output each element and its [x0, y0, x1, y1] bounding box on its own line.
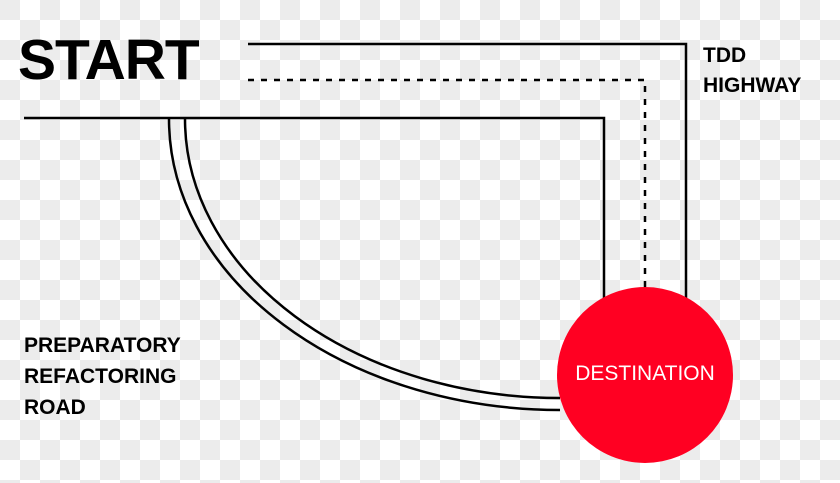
- tdd-highway-center-dashed: [248, 78, 647, 330]
- destination-circle: [557, 287, 733, 463]
- destination-label: DESTINATION: [575, 362, 715, 385]
- prep-road-label: PREPARATORY REFACTORING ROAD: [24, 330, 181, 423]
- prep-road-label-line: ROAD: [24, 396, 86, 419]
- tdd-highway-outer-edge: [248, 42, 688, 330]
- tdd-highway-label: TDD HIGHWAY: [703, 41, 801, 101]
- prep-road-label-line: PREPARATORY: [24, 334, 181, 357]
- tdd-highway-label-line: HIGHWAY: [703, 74, 802, 97]
- start-label: START: [18, 28, 200, 92]
- prep-road-inner-edge: [183, 118, 561, 400]
- prep-road-outer-edge: [167, 118, 561, 412]
- prep-road-label-line: REFACTORING: [24, 365, 177, 388]
- tdd-highway-inner-edge: [24, 116, 606, 330]
- tdd-highway-label-line: TDD: [703, 44, 747, 67]
